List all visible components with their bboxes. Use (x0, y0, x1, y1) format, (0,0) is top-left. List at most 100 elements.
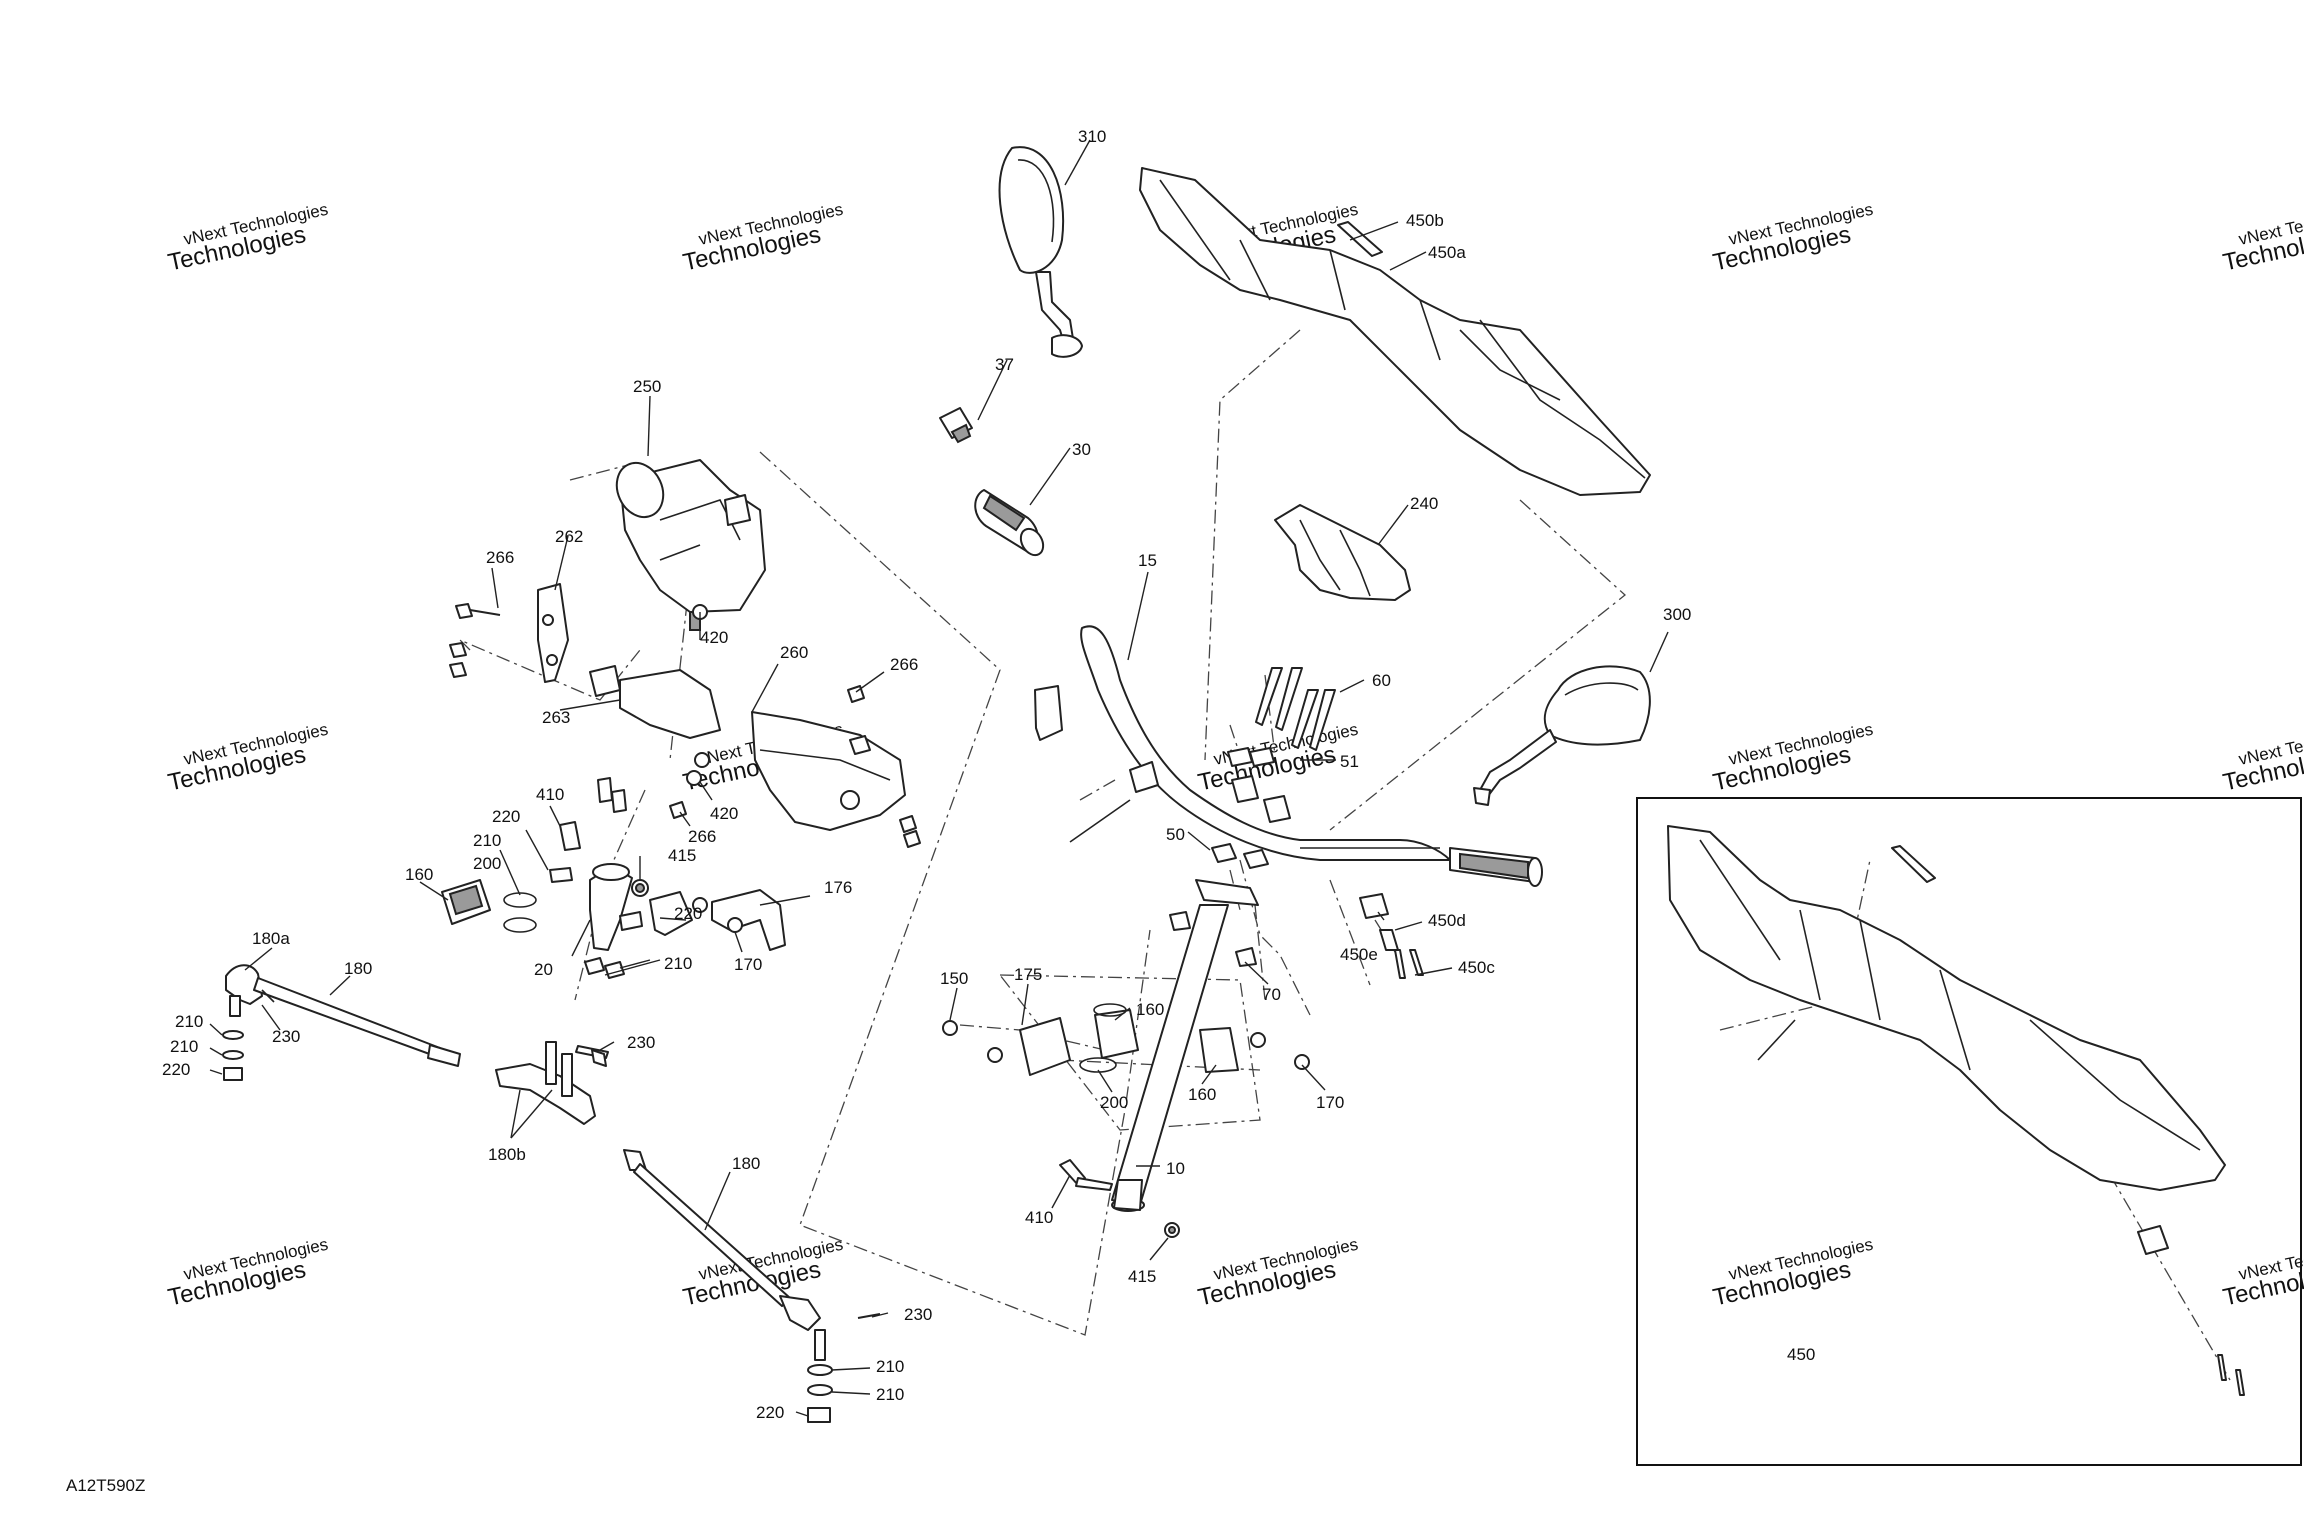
bracket-262 (537, 583, 569, 683)
washers-210-left (222, 1030, 244, 1081)
label-220-mid: 220 (674, 904, 702, 923)
bracket-260 (751, 711, 906, 831)
label-220-left: 220 (162, 1060, 190, 1079)
bearing-group-175 (942, 1003, 1310, 1076)
watermark-15: vNext Technologies Technologies (2221, 1235, 2304, 1312)
left-grip-30 (974, 489, 1045, 557)
label-200-upper: 200 (473, 854, 501, 873)
label-220-right: 220 (756, 1403, 784, 1422)
label-210-left-a: 210 (175, 1012, 203, 1031)
steering-gear-250 (615, 459, 766, 631)
label-210-right-b: 210 (876, 1385, 904, 1404)
label-450-inset: 450 (1787, 1345, 1815, 1364)
leader-lines (209, 139, 1669, 1417)
label-150: 150 (940, 969, 968, 988)
steering-arm-180b (495, 1041, 609, 1125)
label-450c: 450c (1458, 958, 1495, 977)
label-10: 10 (1166, 1159, 1185, 1178)
handguard-hardware (1359, 893, 1424, 979)
handlebar-pad-240 (1274, 504, 1411, 601)
label-450d: 450d (1428, 911, 1466, 930)
label-410-lower: 410 (1025, 1208, 1053, 1227)
part-labels: 310 37 30 15 450b 450a 240 300 250 262 2… (66, 127, 1815, 1495)
label-210-mid: 210 (664, 954, 692, 973)
o-rings-200 (503, 892, 537, 933)
bracket-176 (711, 889, 786, 951)
watermark-8: vNext Technologies Technologies (1196, 720, 1360, 797)
steering-column-10 (1111, 879, 1259, 1212)
clamps-51 (1227, 747, 1291, 823)
label-415-upper: 415 (668, 846, 696, 865)
watermark-5: vNext Technologies Technologies (2221, 200, 2304, 277)
handguard-450b-strip (1337, 221, 1383, 257)
label-300: 300 (1663, 605, 1691, 624)
watermark-9: vNext Technologies Technologies (1711, 720, 1875, 797)
watermark-2: vNext Technologies Technologies (681, 200, 845, 277)
inset-handguard-450 (1636, 797, 2302, 1466)
label-266-left: 266 (486, 548, 514, 567)
label-20: 20 (534, 960, 553, 979)
label-170-right: 170 (1316, 1093, 1344, 1112)
bearing-housing-right (649, 891, 708, 936)
watermark-4: vNext Technologies Technologies (1711, 200, 1875, 277)
label-266-right: 266 (890, 655, 918, 674)
grip-insert-37 (939, 407, 973, 444)
bearing-160 (441, 879, 491, 925)
label-415-lower: 415 (1128, 1267, 1156, 1286)
label-266-lower: 266 (688, 827, 716, 846)
label-262: 262 (555, 527, 583, 546)
handlebar-15 (1080, 625, 1543, 887)
label-250: 250 (633, 377, 661, 396)
watermark-11: vNext Technologies Technologies (166, 1235, 330, 1312)
label-60: 60 (1372, 671, 1391, 690)
label-220-upper: 220 (492, 807, 520, 826)
label-450e: 450e (1340, 945, 1378, 964)
label-37: 37 (995, 355, 1014, 374)
label-450a: 450a (1428, 243, 1466, 262)
watermark-10: vNext Technologies Technologies (2221, 720, 2304, 797)
label-180-lower: 180 (732, 1154, 760, 1173)
label-51: 51 (1340, 752, 1359, 771)
watermark-6: vNext Technologies Technologies (166, 720, 330, 797)
label-210-upper: 210 (473, 831, 501, 850)
label-310: 310 (1078, 127, 1106, 146)
label-175: 175 (1014, 965, 1042, 984)
left-mirror (998, 146, 1083, 358)
label-176: 176 (824, 878, 852, 897)
label-230-right: 230 (904, 1305, 932, 1324)
label-160-mid: 160 (1136, 1000, 1164, 1019)
label-263: 263 (542, 708, 570, 727)
label-410-upper: 410 (536, 785, 564, 804)
label-260: 260 (780, 643, 808, 662)
label-160-left: 160 (405, 865, 433, 884)
label-230-mid: 230 (627, 1033, 655, 1052)
bolts-60 (1255, 667, 1336, 751)
label-230-left: 230 (272, 1027, 300, 1046)
label-180-upper: 180 (344, 959, 372, 978)
right-mirror-300 (1473, 665, 1651, 806)
label-420-lower: 420 (710, 804, 738, 823)
watermark-14: vNext Technologies Technologies (1711, 1235, 1875, 1312)
clamps-70 (1169, 911, 1257, 967)
label-240: 240 (1410, 494, 1438, 513)
label-70: 70 (1262, 985, 1281, 1004)
label-15: 15 (1138, 551, 1157, 570)
tie-rod-180-upper (225, 964, 461, 1067)
label-210-left-b: 210 (170, 1037, 198, 1056)
diagram-code: A12T590Z (66, 1476, 145, 1495)
tie-rod-180-lower (623, 1149, 881, 1361)
watermark-13: vNext Technologies Technologies (1196, 1235, 1360, 1312)
label-450b: 450b (1406, 211, 1444, 230)
label-160-right: 160 (1188, 1085, 1216, 1104)
label-50: 50 (1166, 825, 1185, 844)
label-200-mid: 200 (1100, 1093, 1128, 1112)
label-170-left: 170 (734, 955, 762, 974)
washers-210-right (807, 1364, 833, 1423)
switch-bracket (1034, 685, 1159, 843)
watermark-1: vNext Technologies Technologies (166, 200, 330, 277)
handguard-450a (1139, 167, 1651, 496)
label-210-right-a: 210 (876, 1357, 904, 1376)
label-180b: 180b (488, 1145, 526, 1164)
bracket-263 (589, 665, 721, 739)
